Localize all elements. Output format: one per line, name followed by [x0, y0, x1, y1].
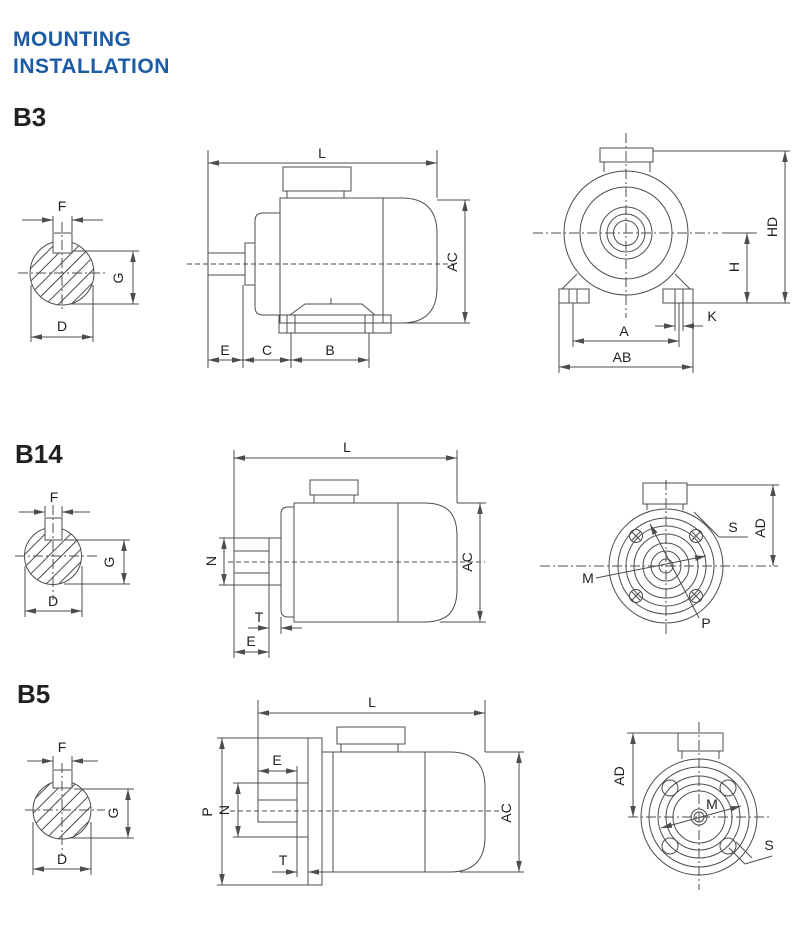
- b3-dim-label-hd: HD: [764, 217, 780, 237]
- b14-shaft-centerlines: [15, 505, 100, 600]
- b5-dim-label-ad: AD: [611, 766, 627, 785]
- b5-dim-label-ac: AC: [498, 803, 514, 822]
- b3-dim-label-ac: AC: [444, 252, 460, 271]
- b5-section-label: B5: [17, 679, 50, 709]
- b5-dim-label-f: F: [58, 739, 67, 755]
- b5-dim-label-n: N: [216, 805, 232, 815]
- b5-shaft-cross-section: F G D: [25, 739, 134, 875]
- b3-dim-label-c: C: [262, 342, 272, 358]
- page-title-line1: MOUNTING: [13, 28, 132, 51]
- b14-shaft-dimensions: [19, 506, 130, 617]
- b14-dim-label-n: N: [203, 556, 219, 566]
- b5-dim-label-t: T: [279, 852, 288, 868]
- b14-dim-label-f: F: [50, 489, 59, 505]
- b3-front-view: HD H K A AB: [533, 133, 790, 373]
- b14-bolt-holes: [629, 529, 703, 603]
- b14-dim-label-ad: AD: [752, 518, 768, 537]
- b3-dim-label-g: G: [110, 273, 126, 284]
- b14-side-view: L N AC T E: [203, 439, 486, 658]
- b5-section: B5 F G D: [17, 679, 774, 890]
- b3-dim-label-l: L: [318, 145, 326, 161]
- b14-terminal-box: [309, 479, 359, 496]
- b5-motor-body: [321, 751, 486, 873]
- b3-dim-label-f: F: [58, 198, 67, 214]
- b14-section: B14 F G D: [15, 439, 779, 658]
- b3-dim-label-d: D: [57, 318, 67, 334]
- b5-dim-label-e: E: [272, 752, 281, 768]
- b14-front-terminal-box: [642, 482, 688, 505]
- b14-shaft-cross-section: F G D: [15, 489, 130, 617]
- b5-side-view: L P E N T AC: [199, 694, 524, 886]
- b5-shaft-centerlines: [25, 763, 105, 856]
- b14-dim-label-p: P: [701, 615, 710, 631]
- b5-dim-label-m: M: [706, 796, 718, 812]
- b14-side-dimensions: [219, 450, 486, 658]
- b5-side-dimensions: [217, 700, 524, 886]
- b14-front-dimensions: [595, 484, 779, 619]
- b14-dim-label-t: T: [255, 609, 264, 625]
- b14-dim-label-e: E: [246, 633, 255, 649]
- b5-front-terminal-box: [677, 732, 724, 752]
- b3-feet: [278, 298, 392, 334]
- b3-shaft-centerlines: [18, 222, 106, 312]
- b5-terminal-box: [336, 726, 406, 745]
- b3-front-feet: [558, 273, 694, 304]
- b3-terminal-box: [282, 166, 352, 192]
- b14-dim-label-g: G: [101, 557, 117, 568]
- b14-dim-label-s: S: [728, 519, 737, 535]
- b5-front-dimensions: [627, 732, 773, 865]
- b3-front-dimensions: [558, 150, 790, 373]
- b3-front-centerlines: [533, 133, 718, 318]
- b3-dim-label-e: E: [220, 342, 229, 358]
- b5-flange-spigot: [296, 782, 309, 838]
- b5-dim-label-d: D: [57, 851, 67, 867]
- page-title: MOUNTING INSTALLATION: [13, 26, 170, 80]
- b5-dim-label-p: P: [199, 807, 215, 816]
- b3-dim-label-k: K: [707, 308, 717, 324]
- b3-dim-label-h: H: [726, 262, 742, 272]
- b14-dim-label-ac: AC: [459, 552, 475, 571]
- b3-dim-label-ab: AB: [613, 349, 632, 365]
- b5-front-view: AD M S: [611, 722, 774, 890]
- b5-dim-label-l: L: [368, 694, 376, 710]
- b3-motor-body: [279, 197, 438, 324]
- b5-dim-label-g: G: [105, 808, 121, 819]
- b3-shaft-cross-section: F G D: [18, 198, 139, 342]
- page-title-line2: INSTALLATION: [13, 55, 170, 78]
- b3-dim-label-b: B: [325, 342, 334, 358]
- b14-front-view: AD S M P: [540, 480, 779, 635]
- b3-dim-label-a: A: [619, 323, 629, 339]
- b14-section-label: B14: [15, 439, 63, 469]
- b5-dim-label-s: S: [764, 837, 773, 853]
- b14-dim-label-l: L: [343, 439, 351, 455]
- b14-dim-label-m: M: [582, 570, 594, 586]
- b5-bolt-holes: [661, 779, 737, 855]
- b3-side-dimensions: [207, 150, 470, 368]
- b3-shaft-dimensions: [22, 216, 139, 342]
- b3-section-label: B3: [13, 102, 46, 132]
- b14-front-centerlines: [540, 480, 778, 635]
- b14-motor-body: [293, 502, 458, 623]
- b5-shaft-dimensions: [27, 756, 134, 875]
- b3-section: B3 F G D: [13, 102, 790, 373]
- b3-side-view: L AC E C B: [187, 145, 470, 368]
- b14-dim-label-d: D: [48, 593, 58, 609]
